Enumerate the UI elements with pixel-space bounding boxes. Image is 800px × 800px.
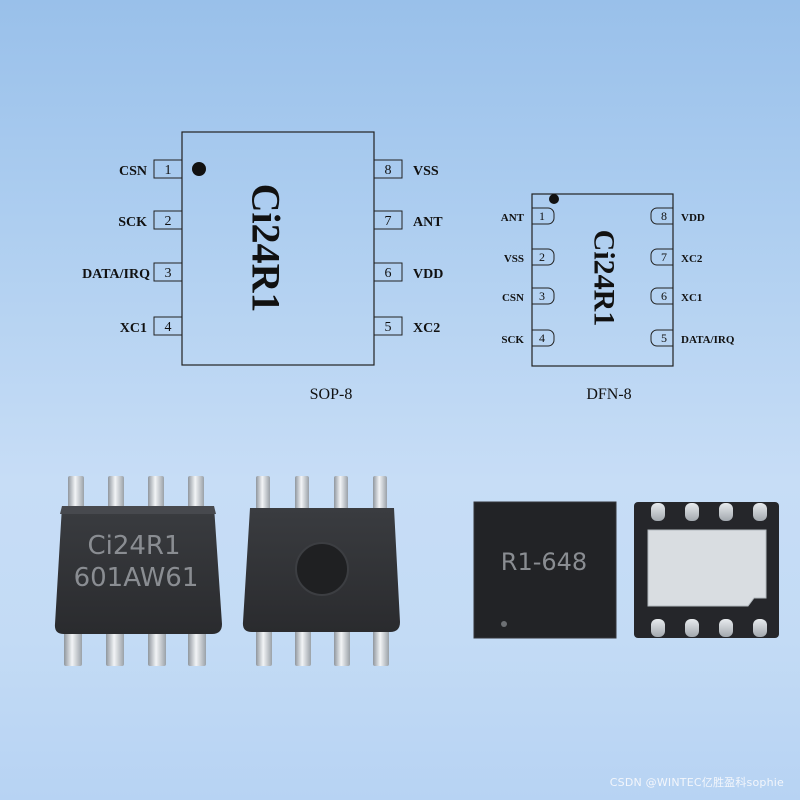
sop8-pin-label: VSS — [413, 164, 439, 179]
dfn8-pin-pad-5 — [650, 329, 674, 347]
dfn8-pin-number: 2 — [539, 250, 545, 264]
dfn8-pin-number: 7 — [661, 250, 667, 264]
sop8-pin-number: 5 — [385, 320, 392, 335]
dfn8-pin-pad-7 — [650, 248, 674, 266]
sop8-pin-number: 3 — [165, 266, 172, 281]
dfn8-pin-label: VSS — [504, 253, 524, 265]
pin1-indicator-dot — [549, 194, 559, 204]
sop8-pin-label: CSN — [119, 164, 147, 179]
dfn8-pin-label: ANT — [501, 212, 525, 224]
sop8-pin-number: 7 — [385, 214, 392, 229]
pin1-indicator-dot — [192, 162, 206, 176]
sop8-chip-name: Ci24R1 — [244, 184, 289, 313]
dfn8-pin-pad-1 — [531, 207, 555, 225]
dfn8-pin-label: CSN — [502, 292, 524, 304]
sop8-pin-number: 8 — [385, 163, 392, 178]
dfn8-pin-number: 4 — [539, 331, 545, 345]
dfn8-photo-bottom — [634, 502, 779, 638]
dfn8-pin-pad-8 — [650, 207, 674, 225]
sop8-pin-number: 2 — [165, 214, 172, 229]
dfn8-photo-marking: R1-648 — [501, 548, 587, 576]
dfn8-pin-pad-6 — [650, 287, 674, 305]
sop8-pin-box-7 — [373, 210, 403, 230]
dfn8-diagram: Ci24R1 1 2 3 4 8 7 6 5 ANT VSS CSN SCK V… — [501, 193, 735, 403]
sop8-pin-box-3 — [153, 262, 183, 282]
dfn8-chip-name: Ci24R1 — [588, 230, 621, 327]
sop8-body-outline — [181, 131, 375, 366]
dfn8-pin-label: XC2 — [681, 253, 703, 265]
sop8-photo-marking-1: Ci24R1 — [87, 531, 180, 561]
sop8-pin-box-4 — [153, 316, 183, 336]
dfn8-pin-label: XC1 — [681, 292, 702, 304]
sop8-pin-box-8 — [373, 159, 403, 179]
watermark-text: CSDN @WINTEC亿胜盈科sophie — [609, 776, 784, 789]
sop8-pin-box-1 — [153, 159, 183, 179]
dfn8-pin-label: DATA/IRQ — [681, 334, 735, 346]
dfn8-pin-pad-4 — [531, 329, 555, 347]
dfn8-pin-label: VDD — [681, 212, 705, 224]
sop8-photo-bottom — [242, 476, 400, 666]
sop8-diagram: Ci24R1 1 2 3 4 8 7 6 5 CSN SCK DATA/IRQ … — [82, 131, 443, 403]
dfn8-package-label: DFN-8 — [586, 386, 631, 403]
sop8-package-label: SOP-8 — [310, 386, 353, 403]
dfn8-pin-number: 8 — [661, 209, 667, 223]
sop8-pin-number: 1 — [165, 163, 172, 178]
sop8-pin-box-6 — [373, 262, 403, 282]
sop8-pin-label: ANT — [413, 215, 443, 230]
sop8-pin-label: XC2 — [413, 321, 440, 336]
pin1-marker — [501, 621, 507, 627]
thermal-pad — [648, 530, 766, 606]
ejector-pin-mark — [296, 543, 348, 595]
dfn8-pin-label: SCK — [501, 334, 524, 346]
sop8-pin-number: 4 — [165, 320, 172, 335]
sop8-pin-number: 6 — [385, 266, 392, 281]
dfn8-pin-pad-2 — [531, 248, 555, 266]
dfn8-photo-top: R1-648 — [473, 501, 617, 639]
sop8-photo-marking-2: 601AW61 — [74, 563, 199, 593]
sop8-pin-label: SCK — [118, 215, 147, 230]
sop8-pin-label: DATA/IRQ — [82, 267, 150, 282]
dfn8-pin-number: 1 — [539, 209, 545, 223]
sop8-pin-label: VDD — [413, 267, 443, 282]
sop8-pin-box-5 — [373, 316, 403, 336]
sop8-photo-top: Ci24R1 601AW61 — [54, 476, 223, 666]
dfn8-pin-number: 6 — [661, 289, 667, 303]
dfn8-body-outline — [531, 193, 674, 367]
sop8-pin-label: XC1 — [120, 321, 147, 336]
sop8-pin-box-2 — [153, 210, 183, 230]
dfn8-pin-number: 3 — [539, 289, 545, 303]
dfn8-pin-number: 5 — [661, 331, 667, 345]
dfn8-pin-pad-3 — [531, 287, 555, 305]
